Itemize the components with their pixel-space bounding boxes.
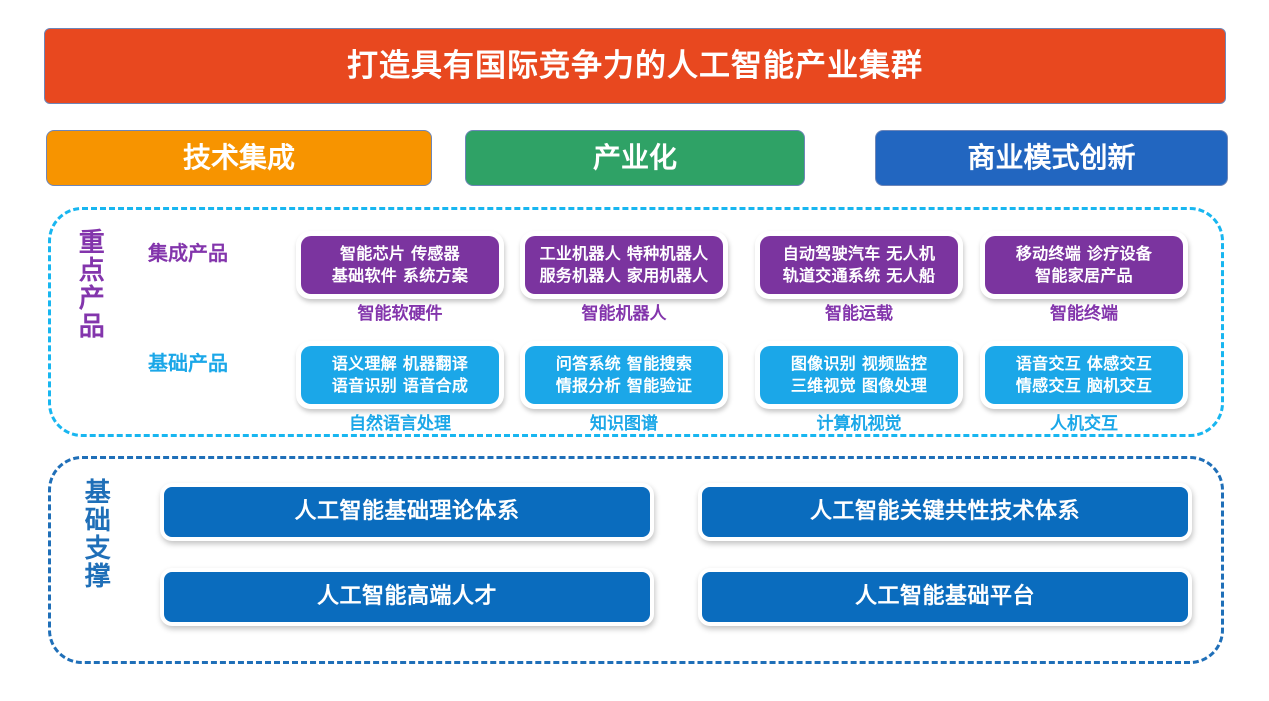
- product-item-line: 语音识别 语音合成: [331, 376, 469, 395]
- product-cell-shell: 自动驾驶汽车 无人机 轨道交通系统 无人船: [755, 231, 963, 299]
- row-label-basic-products: 基础产品: [148, 351, 228, 375]
- product-item-line: 智能家居产品: [1035, 266, 1133, 285]
- product-item-line: 图像识别 视频监控: [790, 354, 928, 374]
- product-item-line: 服务机器人 家用机器人: [539, 266, 709, 285]
- product-item-line: 语音交互 体感交互: [1015, 354, 1153, 374]
- product-cell-shell: 语义理解 机器翻译 语音识别 语音合成: [296, 341, 504, 409]
- category-label: 技术集成: [182, 141, 295, 174]
- foundation-box-label: 人工智能基础理论体系: [294, 499, 520, 524]
- product-cell-body: 移动终端 诊疗设备 智能家居产品: [985, 236, 1183, 294]
- product-cell-body: 语音交互 体感交互 情感交互 脑机交互: [985, 346, 1183, 404]
- foundation-box-shell: 人工智能关键共性技术体系: [698, 483, 1192, 541]
- section-label-key-products: 重点产品: [74, 228, 105, 340]
- category-bar-business-model-innovation[interactable]: 商业模式创新: [875, 130, 1228, 186]
- product-cell-body: 语义理解 机器翻译 语音识别 语音合成: [301, 346, 499, 404]
- foundation-box-theory[interactable]: 人工智能基础理论体系: [160, 483, 654, 541]
- foundation-box-key-technology[interactable]: 人工智能关键共性技术体系: [698, 483, 1192, 541]
- product-cell-body: 工业机器人 特种机器人 服务机器人 家用机器人: [525, 236, 723, 294]
- product-item-line: 基础软件 系统方案: [331, 266, 469, 285]
- product-cell[interactable]: 语义理解 机器翻译 语音识别 语音合成 自然语言处理: [296, 341, 504, 433]
- product-cell-body: 图像识别 视频监控 三维视觉 图像处理: [760, 346, 958, 404]
- product-cell[interactable]: 工业机器人 特种机器人 服务机器人 家用机器人 智能机器人: [520, 231, 728, 323]
- foundation-box-shell: 人工智能高端人才: [160, 568, 654, 626]
- product-cell-body: 智能芯片 传感器 基础软件 系统方案: [301, 236, 499, 294]
- category-bar-technology-integration[interactable]: 技术集成: [46, 130, 432, 186]
- product-cell-body: 自动驾驶汽车 无人机 轨道交通系统 无人船: [760, 236, 958, 294]
- row-label-integrated-products: 集成产品: [148, 241, 228, 265]
- product-cell-shell: 智能芯片 传感器 基础软件 系统方案: [296, 231, 504, 299]
- product-cell-caption: 智能运载: [825, 304, 893, 324]
- product-item-line: 三维视觉 图像处理: [790, 376, 928, 395]
- product-item-line: 问答系统 智能搜索: [555, 354, 693, 374]
- product-cell-caption: 智能终端: [1050, 304, 1118, 324]
- foundation-box-label: 人工智能高端人才: [316, 584, 497, 609]
- foundation-box-label: 人工智能关键共性技术体系: [809, 499, 1080, 524]
- product-cell[interactable]: 图像识别 视频监控 三维视觉 图像处理 计算机视觉: [755, 341, 963, 433]
- product-item-line: 自动驾驶汽车 无人机: [782, 244, 936, 264]
- product-cell-caption: 计算机视觉: [816, 414, 902, 434]
- foundation-box-body: 人工智能关键共性技术体系: [702, 487, 1188, 537]
- product-item-line: 情感交互 脑机交互: [1015, 376, 1153, 395]
- category-label: 商业模式创新: [967, 141, 1136, 174]
- product-item-line: 智能芯片 传感器: [340, 244, 460, 264]
- foundation-box-body: 人工智能基础平台: [702, 572, 1188, 622]
- product-cell[interactable]: 移动终端 诊疗设备 智能家居产品 智能终端: [980, 231, 1188, 323]
- product-cell-caption: 智能机器人: [581, 304, 667, 324]
- product-cell-body: 问答系统 智能搜索 情报分析 智能验证: [525, 346, 723, 404]
- product-cell-caption: 知识图谱: [590, 414, 658, 434]
- product-cell-shell: 问答系统 智能搜索 情报分析 智能验证: [520, 341, 728, 409]
- product-cell[interactable]: 语音交互 体感交互 情感交互 脑机交互 人机交互: [980, 341, 1188, 433]
- category-bar-industrialization[interactable]: 产业化: [465, 130, 805, 186]
- product-item-line: 移动终端 诊疗设备: [1015, 244, 1153, 264]
- foundation-box-platform[interactable]: 人工智能基础平台: [698, 568, 1192, 626]
- product-cell-shell: 工业机器人 特种机器人 服务机器人 家用机器人: [520, 231, 728, 299]
- foundation-box-shell: 人工智能基础平台: [698, 568, 1192, 626]
- product-item-line: 工业机器人 特种机器人: [539, 244, 709, 264]
- foundation-box-label: 人工智能基础平台: [854, 584, 1035, 609]
- product-item-line: 语义理解 机器翻译: [331, 354, 469, 374]
- product-cell-shell: 移动终端 诊疗设备 智能家居产品: [980, 231, 1188, 299]
- product-cell[interactable]: 自动驾驶汽车 无人机 轨道交通系统 无人船 智能运载: [755, 231, 963, 323]
- product-item-line: 轨道交通系统 无人船: [782, 266, 936, 285]
- product-cell-shell: 图像识别 视频监控 三维视觉 图像处理: [755, 341, 963, 409]
- product-cell[interactable]: 智能芯片 传感器 基础软件 系统方案 智能软硬件: [296, 231, 504, 323]
- foundation-box-shell: 人工智能基础理论体系: [160, 483, 654, 541]
- product-item-line: 情报分析 智能验证: [555, 376, 693, 395]
- product-cell-caption: 人机交互: [1050, 414, 1118, 434]
- product-cell[interactable]: 问答系统 智能搜索 情报分析 智能验证 知识图谱: [520, 341, 728, 433]
- product-cell-caption: 自然语言处理: [349, 414, 451, 434]
- foundation-box-body: 人工智能高端人才: [164, 572, 650, 622]
- category-label: 产业化: [592, 141, 677, 174]
- section-key-products: [48, 207, 1224, 437]
- diagram-title-banner: 打造具有国际竞争力的人工智能产业集群: [44, 28, 1226, 104]
- page-title: 打造具有国际竞争力的人工智能产业集群: [347, 47, 923, 84]
- foundation-box-talent[interactable]: 人工智能高端人才: [160, 568, 654, 626]
- foundation-box-body: 人工智能基础理论体系: [164, 487, 650, 537]
- product-cell-caption: 智能软硬件: [357, 304, 443, 324]
- product-cell-shell: 语音交互 体感交互 情感交互 脑机交互: [980, 341, 1188, 409]
- section-foundation-support: [48, 456, 1224, 664]
- section-label-foundation-support: 基础支撑: [80, 478, 111, 590]
